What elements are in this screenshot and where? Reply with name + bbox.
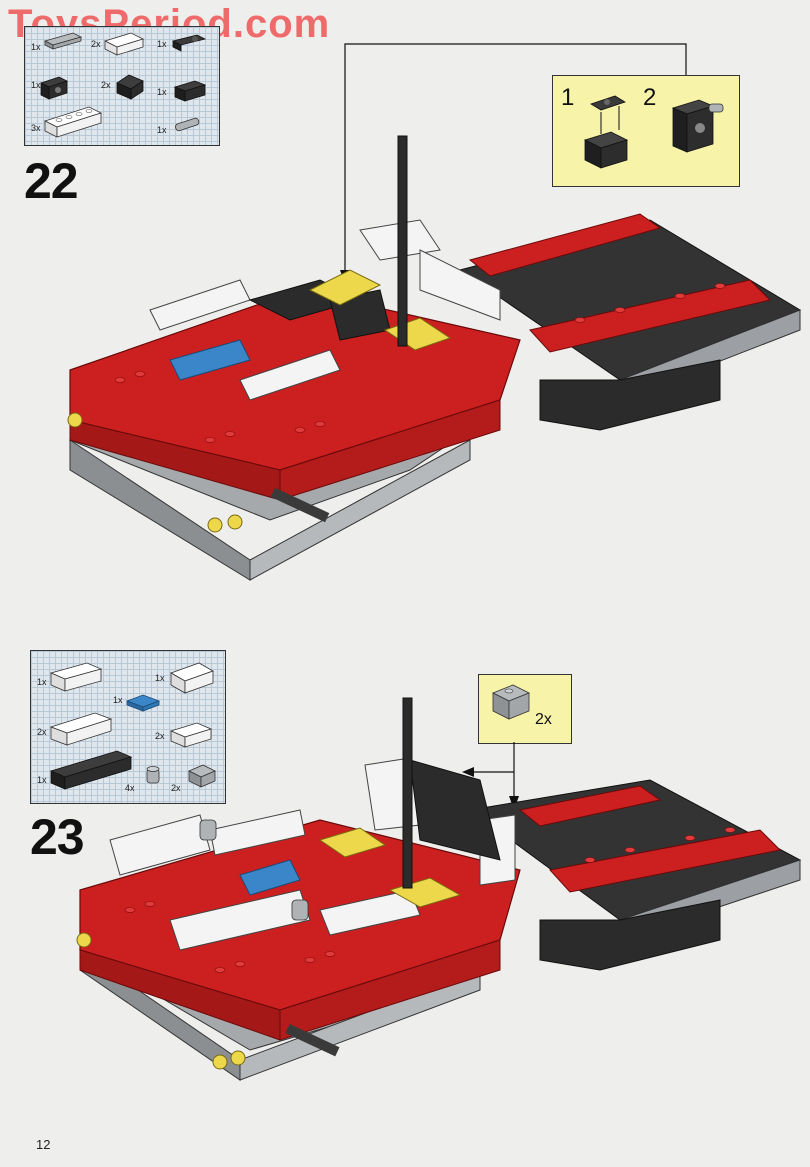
- part-qty: 1x: [31, 80, 41, 90]
- substep-label: 1: [561, 84, 575, 111]
- step-23-part-images: [49, 662, 216, 790]
- part-qty: 2x: [171, 783, 181, 793]
- part-qty: 1x: [155, 673, 165, 683]
- part-qty: 2x: [101, 80, 111, 90]
- part-qty: 1x: [157, 87, 167, 97]
- part-qty: 1x: [37, 677, 47, 687]
- step-number: 22: [24, 153, 79, 209]
- part-qty: 1x: [157, 39, 167, 49]
- step-22-part-images: [39, 32, 207, 138]
- callout-qty: 2x: [535, 711, 552, 728]
- step-number: 23: [30, 809, 85, 865]
- part-qty: 2x: [91, 39, 101, 49]
- step-22-model-illustration: [67, 43, 802, 581]
- step-23-part-callout: 2x: [478, 674, 572, 744]
- part-qty: 1x: [113, 695, 123, 705]
- part-qty: 4x: [125, 783, 135, 793]
- part-qty: 1x: [37, 775, 47, 785]
- slope-part-icon: [492, 684, 530, 720]
- part-qty: 1x: [31, 42, 41, 52]
- page-number: 12: [36, 1137, 51, 1152]
- part-qty: 3x: [31, 123, 41, 133]
- substep-label: 2: [643, 84, 657, 111]
- part-qty: 2x: [155, 731, 165, 741]
- subassembly-diagram: [583, 95, 724, 169]
- part-qty: 2x: [37, 727, 47, 737]
- step-22-parts-list: 1x 2x 1x 1x 2x 1x 3x 1x: [24, 26, 220, 146]
- step-23-model-illustration: [76, 697, 802, 1081]
- step-22-subassembly-callout: 1 2: [552, 75, 740, 187]
- part-qty: 1x: [157, 125, 167, 135]
- step-23-parts-list: 1x 1x 1x 2x 2x 1x 4x 2x: [30, 650, 226, 804]
